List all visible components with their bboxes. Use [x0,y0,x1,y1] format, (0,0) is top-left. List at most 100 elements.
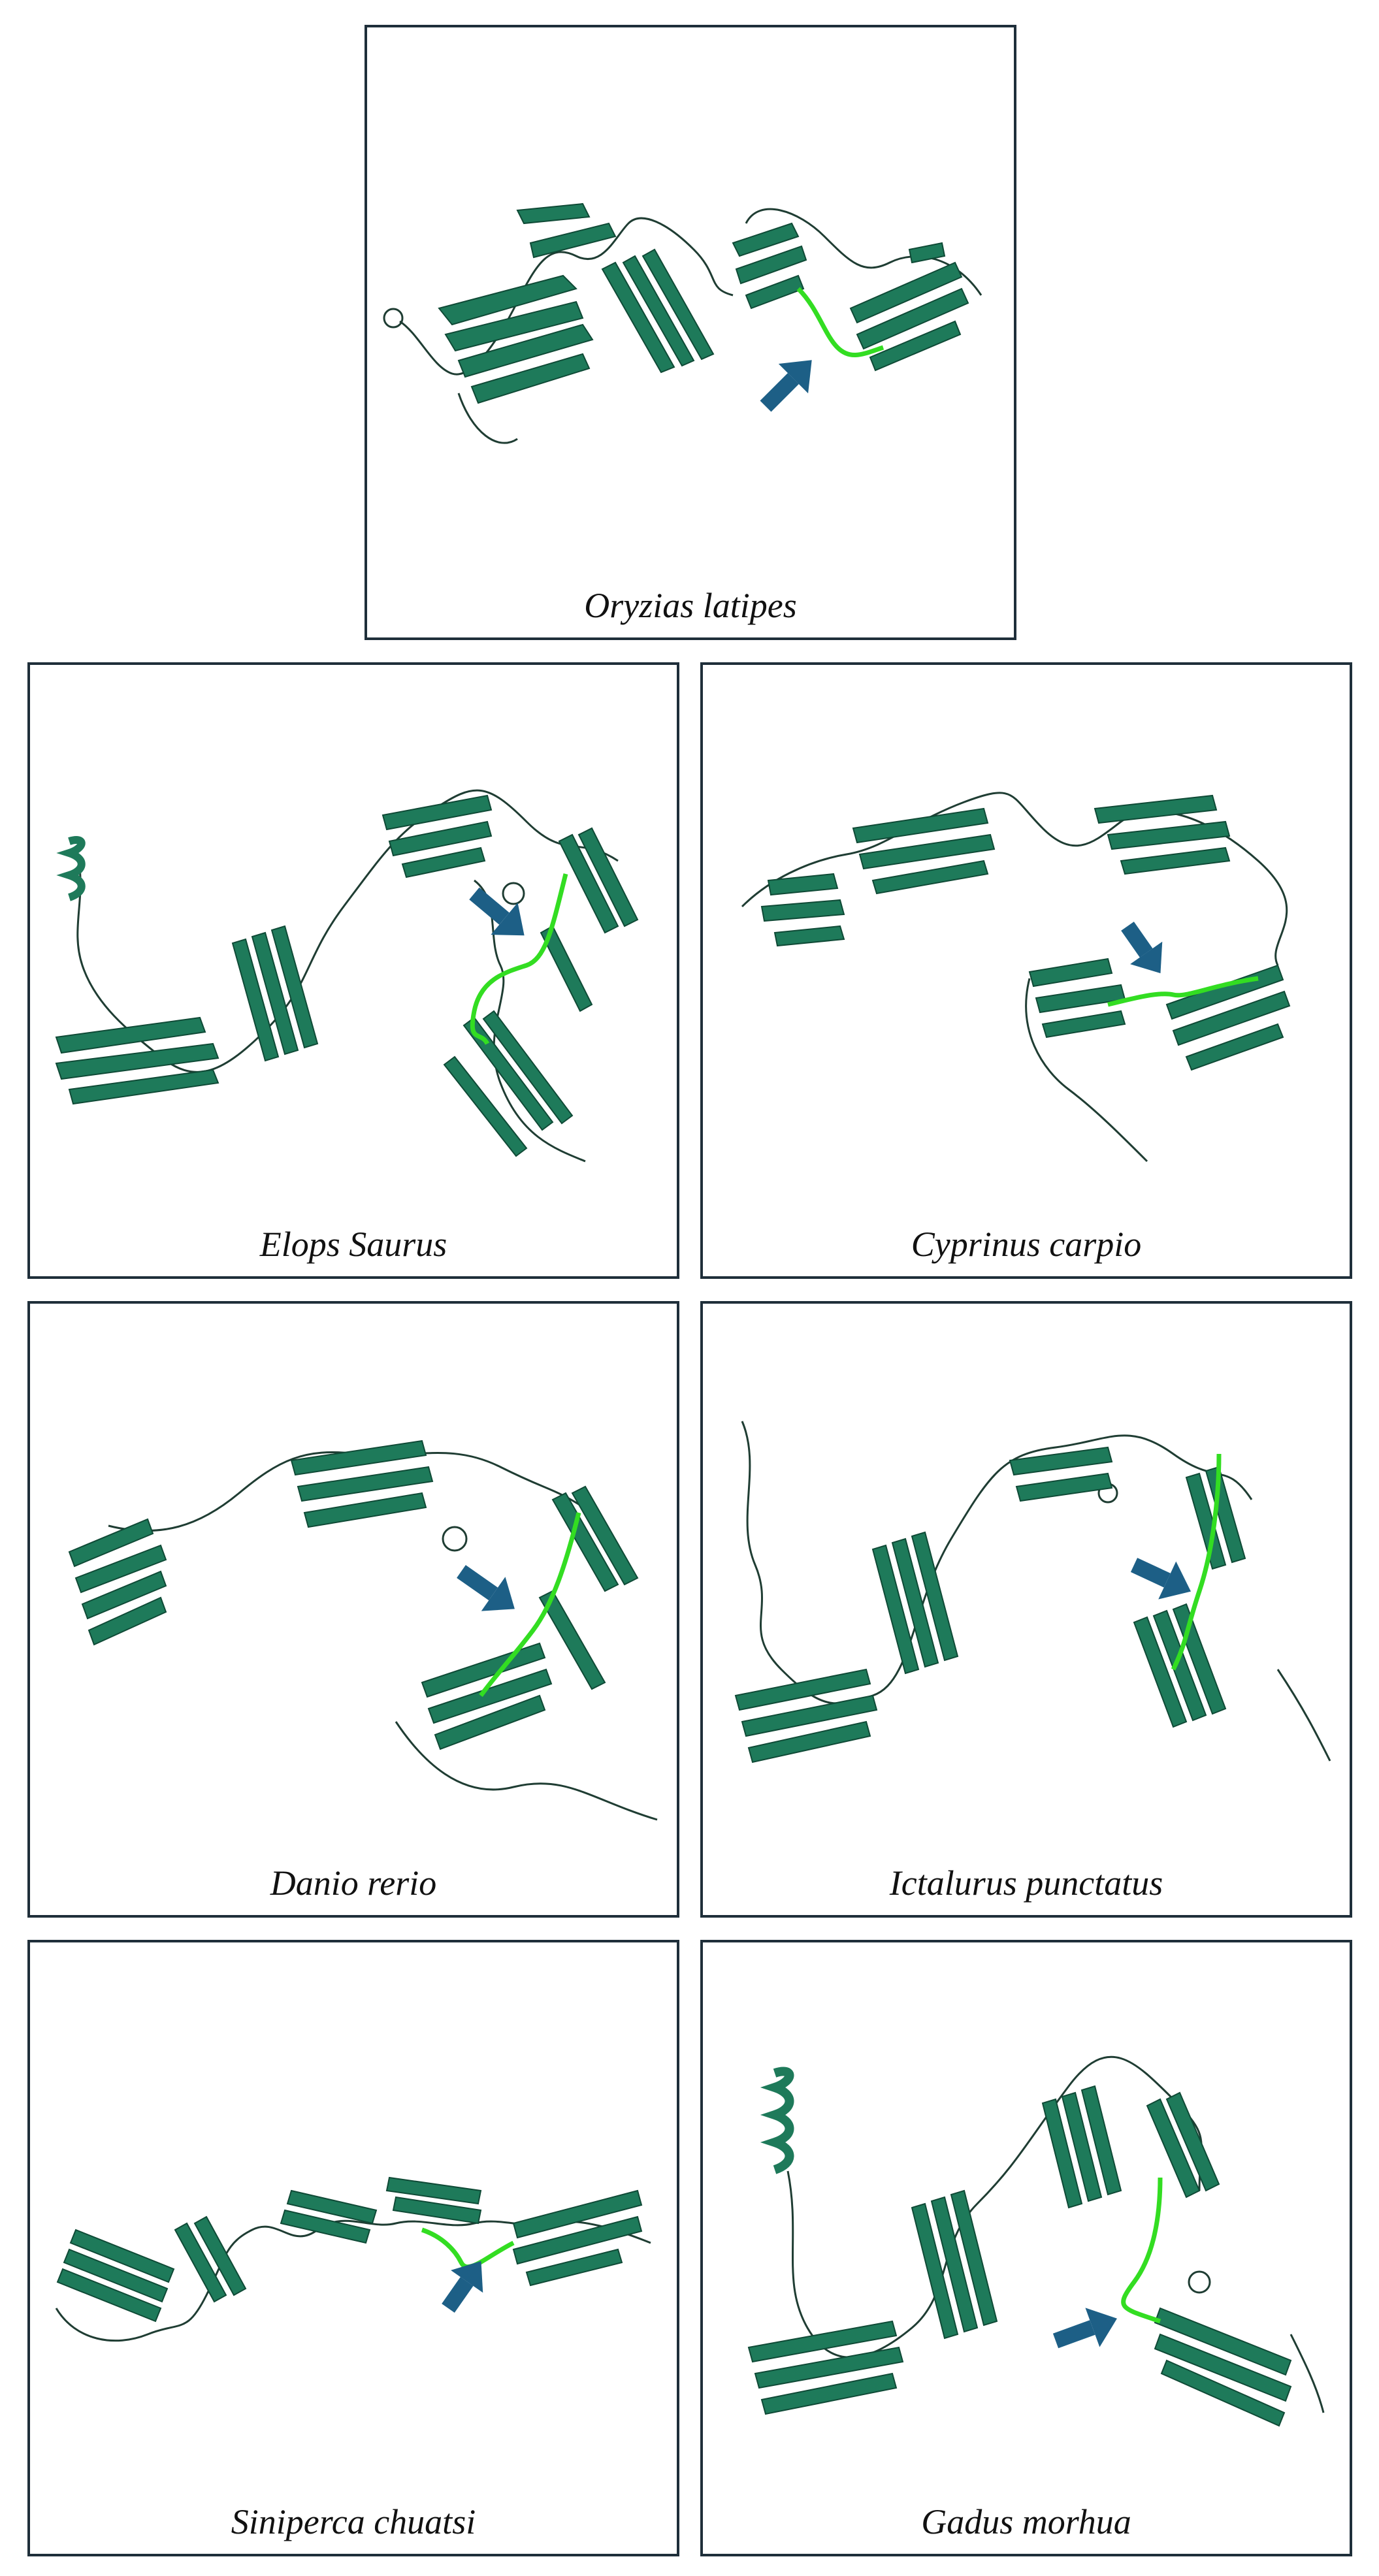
highlighted-linker [796,287,884,358]
beta-strand [849,261,963,324]
beta-strand [388,820,493,857]
species-caption: Cyprinus carpio [911,1225,1142,1264]
beta-strand [68,1518,154,1568]
beta-strand [434,1694,546,1750]
beta-strand [891,1538,939,1668]
backbone-loop [1290,2334,1325,2413]
beta-strand [767,873,839,896]
backbone-loop [395,1721,658,1821]
beta-strand [1041,1010,1126,1038]
beta-strand [1154,2333,1292,2402]
beta-strand [745,274,805,310]
beta-strand [270,925,319,1049]
beta-strand [470,353,591,404]
beta-strand [760,2372,898,2415]
backbone-loop [741,792,1288,966]
beta-strand [193,2215,247,2296]
beta-strand [303,1492,427,1528]
beta-strand [174,2222,227,2303]
beta-strand [747,2320,898,2363]
beta-strand [571,1485,639,1586]
beta-strand [1009,1446,1113,1476]
species-caption: Ictalurus punctatus [889,1863,1163,1903]
beta-strand [1094,794,1218,824]
beta-strand [55,1042,219,1080]
beta-strand [754,2346,904,2389]
beta-strand [443,1055,528,1157]
beta-strand [55,1016,206,1054]
beta-strand [516,202,591,225]
backbone-loop [1025,978,1148,1163]
arrow-icon [469,887,525,936]
beta-strand [286,2189,378,2225]
beta-strand [512,2215,643,2265]
arrow-icon [1121,922,1163,974]
panel-cyprinus-carpio: Cyprinus carpio [700,662,1352,1279]
highlighted-linker [1107,976,1259,1007]
beta-strand [1185,1472,1227,1570]
beta-strand [1165,2091,1220,2192]
beta-strand [1172,990,1291,1046]
beta-strand [1152,1609,1207,1722]
arrow-icon [1052,2308,1117,2349]
backbone-loop [787,2055,1203,2359]
backbone-loop [745,208,982,296]
helix-loop [383,308,404,329]
beta-strand [56,2268,162,2323]
beta-strand [290,1440,427,1476]
beta-strand [551,1492,619,1592]
beta-strand [773,925,845,947]
helix-loop [1188,2270,1211,2294]
alpha-helix [760,2067,794,2174]
beta-strand [392,2196,482,2225]
protein-structure-icon [741,792,1291,1163]
arrow-icon [1130,1558,1192,1600]
highlighted-linker [470,873,568,1045]
beta-strand [1041,2098,1083,2209]
beta-strand [1160,2359,1286,2427]
beta-strand [734,1668,871,1711]
species-caption: Gadus morhua [921,2502,1131,2541]
beta-strand [462,1016,554,1131]
panel-danio-rerio: Danio rerio [27,1301,679,1918]
highlighted-linker [1121,2177,1163,2324]
species-caption: Oryzias latipes [584,586,797,625]
beta-strand [741,1694,878,1737]
beta-strand [438,274,577,326]
beta-strand [1146,2098,1201,2198]
beta-strand [1028,958,1113,988]
arrow-icon [442,2261,483,2313]
beta-strand [74,1544,167,1594]
backbone-loop [399,217,734,376]
beta-strand [540,925,593,1012]
species-caption: Siniperca chuatsi [231,2502,476,2541]
beta-strand [529,222,617,259]
highlighted-linker [479,1512,581,1698]
beta-strand [385,2176,482,2205]
beta-strand [1133,1616,1188,1728]
beta-strand [381,794,493,831]
protein-structure-icon [747,2055,1325,2427]
beta-strand [601,261,675,374]
arrow-icon [457,1565,515,1611]
species-caption: Danio rerio [270,1863,437,1903]
beta-strand [251,931,299,1055]
beta-strand [871,860,989,895]
beta-strand [735,245,807,285]
beta-strand [747,1720,871,1763]
beta-strand [444,300,584,352]
beta-strand [908,242,946,264]
protein-structure-icon [55,2176,651,2342]
protein-structure-icon [734,1421,1331,1763]
beta-strand [88,1596,167,1646]
beta-strand [852,807,989,844]
beta-strand [871,1544,920,1675]
beta-strand [930,2196,979,2333]
highlighted-linker [1171,1453,1222,1671]
beta-strand [856,287,969,350]
panel-elops-saurus: Elops Saurus [27,662,679,1279]
beta-strand [1107,820,1231,850]
beta-strand [858,833,996,870]
beta-strand [297,1466,434,1502]
alpha-helix [56,836,86,901]
